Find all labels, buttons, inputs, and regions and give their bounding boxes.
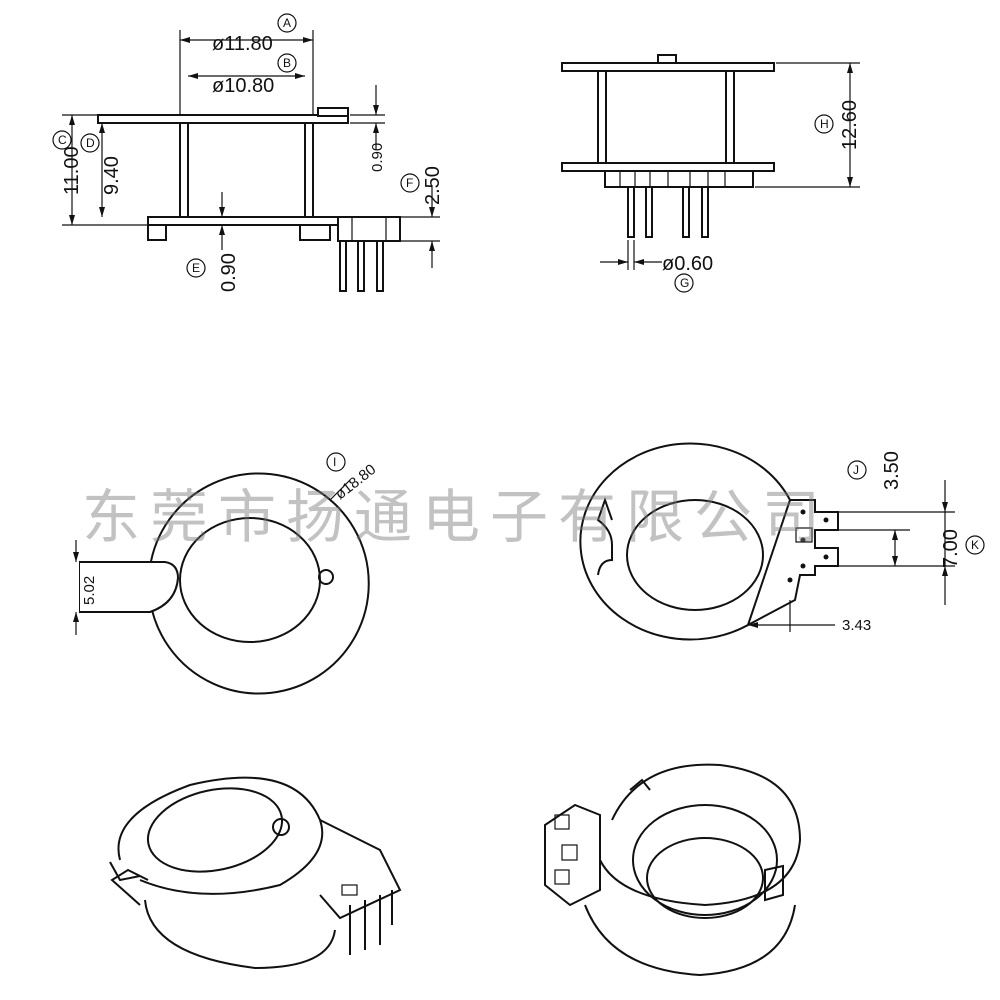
bottom-plan-view-right: 3.50 J 7.00 K 3.43 (579, 442, 985, 641)
dim-h-value: 12.60 (839, 100, 861, 150)
left-foot (147, 224, 167, 241)
balloon-e-letter: E (192, 261, 200, 275)
pin (376, 240, 384, 292)
balloon-f-letter: F (406, 176, 413, 190)
dim-slot-value: 5.02 (81, 576, 98, 605)
top-plan-view-left: 5.02 ø18.80 I (73, 452, 379, 695)
dim-a-value: ø11.80 (212, 33, 273, 55)
dim-g-value: ø0.60 (662, 253, 713, 275)
balloon-c-letter: C (58, 133, 67, 147)
flange-outline (79, 472, 370, 695)
dim-d-value: 9.40 (101, 156, 123, 195)
flange-tab (657, 54, 677, 64)
balloon-e (186, 258, 206, 278)
pin (645, 186, 653, 238)
right-foot (299, 224, 331, 241)
watermark-text: 东莞市扬通电子有限公司 (82, 483, 831, 551)
pin (627, 186, 635, 238)
slot (80, 561, 180, 613)
dim-b-value: ø10.80 (212, 75, 274, 97)
pin (339, 240, 347, 292)
dim-c-value: 11.00 (61, 146, 83, 195)
balloon-d-letter: D (86, 136, 95, 150)
balloon-d (80, 133, 100, 153)
terminal-plate (746, 499, 839, 628)
locator-hole (318, 569, 334, 585)
balloon-c (52, 130, 72, 150)
pin (357, 240, 365, 292)
dim-offset-value: 3.43 (842, 617, 871, 634)
bottom-flange (147, 216, 339, 226)
balloon-a-letter: A (283, 16, 291, 30)
front-elevation-view: ø11.80 A ø10.80 B 11.00 9.40 C D 0.90 E (52, 13, 444, 292)
core-hole (626, 499, 764, 611)
top-flange (561, 62, 775, 72)
balloon-b-letter: B (283, 56, 291, 70)
balloon-k-letter: K (971, 538, 979, 552)
balloon-i (326, 452, 346, 472)
side-elevation-view: 12.60 H ø0.60 G (561, 54, 861, 293)
balloon-j-letter: J (853, 463, 859, 477)
terminal-block (604, 170, 754, 188)
isometric-view-left (109, 776, 402, 970)
top-flange (97, 114, 349, 124)
dim-f-value: 2.50 (422, 166, 444, 205)
balloon-a (277, 13, 297, 33)
dim-e-value: 0.90 (218, 253, 240, 292)
balloon-b (277, 53, 297, 73)
balloon-g (674, 273, 694, 293)
balloon-g-letter: G (680, 276, 689, 290)
balloon-j (847, 460, 867, 480)
pin (701, 186, 709, 238)
balloon-h-letter: H (820, 117, 829, 131)
balloon-i-letter: I (333, 455, 336, 469)
balloon-f (400, 173, 420, 193)
dim-j-value: 3.50 (881, 451, 903, 490)
pin (682, 186, 690, 238)
dim-top-flange-value: 0.90 (369, 143, 386, 172)
dim-k-value: 7.00 (940, 529, 962, 568)
isometric-view-right (544, 763, 802, 977)
flange-tab (317, 107, 349, 117)
bottom-flange (561, 162, 775, 172)
pin-block (337, 216, 401, 242)
balloon-k (965, 535, 985, 555)
balloon-h (814, 114, 834, 134)
flange-outline (579, 442, 791, 641)
